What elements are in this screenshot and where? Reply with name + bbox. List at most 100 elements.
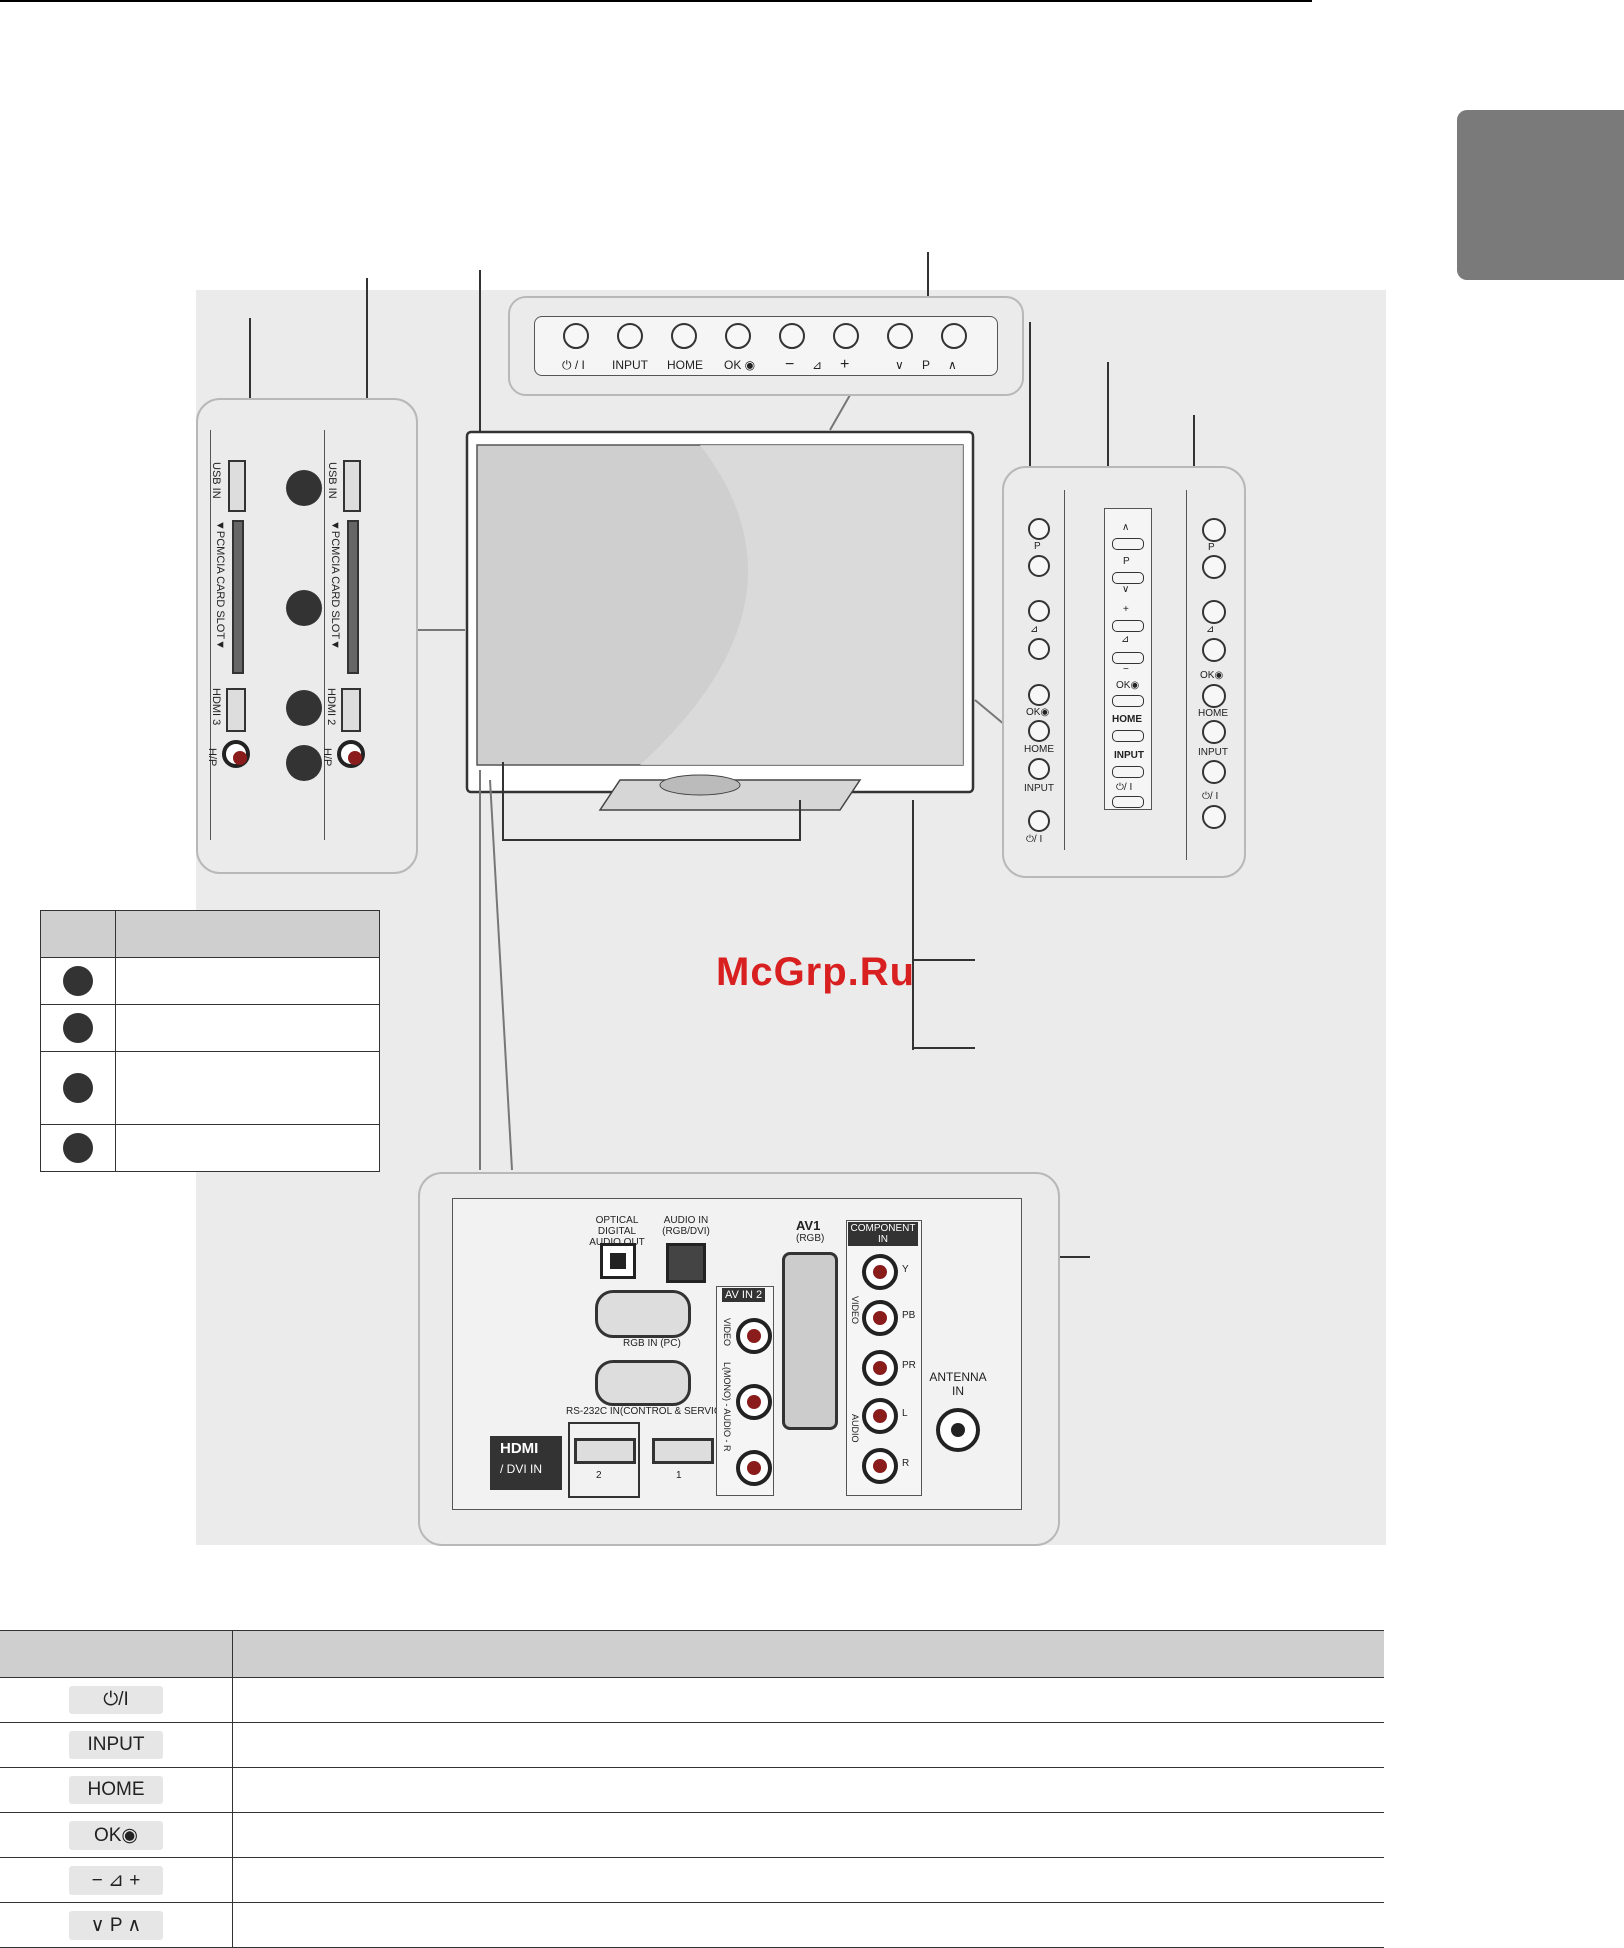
input-label: INPUT: [612, 358, 648, 372]
variant-c-p-up[interactable]: [1202, 518, 1226, 542]
variant-a-home[interactable]: [1028, 720, 1050, 742]
component-pr-label: PR: [902, 1360, 916, 1371]
av-in2-audio-r-jack: [736, 1450, 772, 1486]
component-r-jack: [862, 1448, 898, 1484]
table-header-button: [0, 1630, 233, 1678]
hdmi-2-label: 2: [596, 1470, 602, 1481]
variant-a-p-up[interactable]: [1028, 518, 1050, 540]
component-title: COMPONENT IN: [848, 1222, 918, 1246]
av1-sub-label: (RGB): [796, 1233, 825, 1244]
variant-a-p-down[interactable]: [1028, 555, 1050, 577]
hp-jack-a: [222, 740, 250, 768]
hdmi-2-highlight: [568, 1422, 640, 1498]
variant-c-power[interactable]: [1202, 805, 1226, 829]
volume-down-button[interactable]: [779, 323, 805, 349]
variant-c-label-ok: OK◉: [1200, 670, 1224, 681]
input-button[interactable]: [617, 323, 643, 349]
variant-c-input[interactable]: [1202, 760, 1226, 784]
variant-c-label-vol: ⊿: [1206, 624, 1215, 635]
variant-c-label-p: P: [1208, 542, 1215, 553]
program-up-button[interactable]: [941, 323, 967, 349]
scart-port: [782, 1252, 838, 1430]
variant-b-input[interactable]: [1112, 766, 1144, 778]
hdmi-logo-block: [490, 1436, 562, 1490]
av-in2-video-label: VIDEO: [722, 1318, 732, 1347]
rgb-in-port: [595, 1290, 691, 1338]
variant-b-label-minus: −: [1123, 664, 1129, 675]
variant-b-label-home: HOME: [1112, 714, 1142, 725]
variant-c-p-down[interactable]: [1202, 555, 1226, 579]
program-keycap: ∨ P ∧: [69, 1910, 163, 1940]
p-down-label: ∨: [895, 358, 904, 372]
av-in2-audio-l-jack: [736, 1384, 772, 1420]
variant-b-home[interactable]: [1112, 730, 1144, 742]
home-button[interactable]: [671, 323, 697, 349]
variant-b-vol-up[interactable]: [1112, 620, 1144, 632]
variant-b-label-down: ∨: [1122, 584, 1130, 595]
hdmi-logo: HDMI: [500, 1440, 539, 1457]
variant-b-label-vol: ⊿: [1121, 634, 1130, 645]
minus-label: −: [785, 356, 795, 373]
variant-c-vol-up[interactable]: [1202, 600, 1226, 624]
variant-a-ok[interactable]: [1028, 684, 1050, 706]
variant-b-p-up[interactable]: [1112, 538, 1144, 550]
side-strip-a: [210, 430, 249, 840]
optical-label: OPTICAL DIGITAL AUDIO OUT: [589, 1215, 645, 1248]
variant-a-power[interactable]: [1028, 810, 1050, 832]
rs232-label: RS-232C IN(CONTROL & SERVICE): [566, 1406, 732, 1417]
variant-c-vol-down[interactable]: [1202, 638, 1226, 662]
power-label: ⏻ / I: [562, 358, 585, 372]
pcmcia-label-a: ▼PCMCIA CARD SLOT▼: [214, 520, 226, 650]
variant-a-label-home: HOME: [1024, 744, 1054, 755]
callout-4: [286, 745, 322, 781]
power-keycap: ⏻/I: [69, 1686, 163, 1714]
variant-c-label-power: ⏻/ I: [1202, 791, 1219, 802]
variant-c-label-input: INPUT: [1198, 747, 1228, 758]
variant-a-label-vol: ⊿: [1030, 624, 1039, 635]
volume-up-button[interactable]: [833, 323, 859, 349]
legend-header-description: [115, 910, 380, 958]
input-keycap: INPUT: [69, 1731, 163, 1759]
top-control-panel: [508, 296, 1024, 396]
legend-dot-2: [63, 1013, 93, 1043]
pcmcia-label-b: ▼PCMCIA CARD SLOT▼: [329, 520, 341, 650]
audio-in-port: [666, 1243, 706, 1283]
component-y-jack: [862, 1254, 898, 1290]
program-down-button[interactable]: [887, 323, 913, 349]
variant-a-input[interactable]: [1028, 758, 1050, 780]
usb-label-b: USB IN: [326, 462, 338, 499]
hp-label-a: H/P: [206, 748, 218, 767]
hdmi-2-port: [574, 1438, 636, 1464]
legend-desc-1: [115, 957, 380, 1005]
section-tab: [1457, 110, 1624, 280]
antenna-jack: [936, 1408, 980, 1452]
side-variant-a: [1024, 490, 1065, 850]
variant-b-p-down[interactable]: [1112, 572, 1144, 584]
component-pb-label: PB: [902, 1310, 916, 1321]
variant-a-vol-up[interactable]: [1028, 600, 1050, 622]
hp-label-b: H/P: [321, 748, 333, 767]
variant-a-vol-down[interactable]: [1028, 638, 1050, 660]
component-video-label: VIDEO: [850, 1296, 860, 1325]
av-in2-audio-label: L(MONO) - AUDIO - R: [722, 1362, 732, 1452]
plus-label: +: [840, 356, 850, 373]
ok-button[interactable]: [725, 323, 751, 349]
top-rule: [0, 0, 1312, 2]
av1-label: AV1: [796, 1218, 821, 1233]
av-in2-label: AV IN 2: [722, 1288, 766, 1302]
p-up-label: ∧: [948, 358, 957, 372]
rs232-port: [595, 1360, 691, 1406]
component-audio-label: AUDIO: [850, 1414, 860, 1443]
ok-keycap: OK◉: [69, 1820, 163, 1850]
variant-b-power[interactable]: [1112, 796, 1144, 808]
legend-dot-4: [63, 1133, 93, 1163]
power-button[interactable]: [563, 323, 589, 349]
variant-b-vol-down[interactable]: [1112, 652, 1144, 664]
watermark: McGrp.Ru: [716, 950, 916, 994]
hdmi3-label: HDMI 3: [210, 688, 222, 726]
callout-2: [286, 590, 322, 626]
variant-c-ok[interactable]: [1202, 684, 1226, 708]
variant-b-ok[interactable]: [1112, 695, 1144, 707]
variant-c-home[interactable]: [1202, 720, 1226, 744]
